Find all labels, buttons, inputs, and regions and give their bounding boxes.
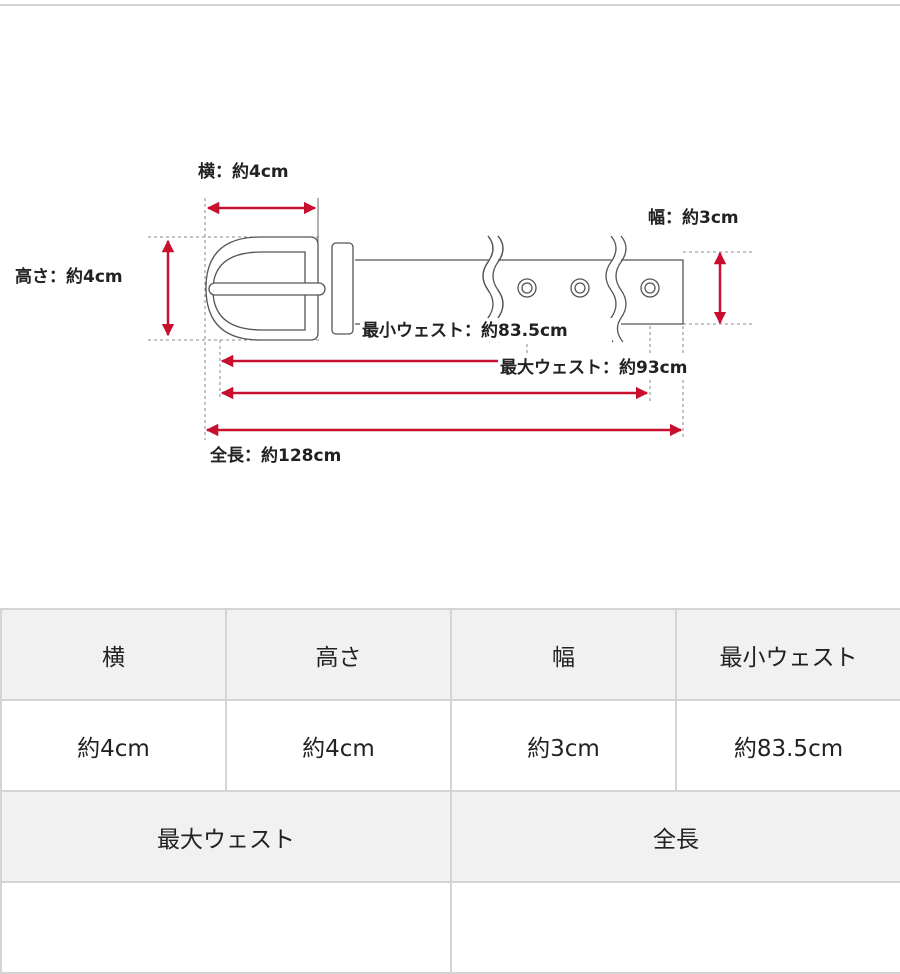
value-cell: 約4cm <box>225 699 452 792</box>
dimension-arrows <box>161 201 727 437</box>
value-cell: 約4cm <box>0 699 227 792</box>
header-cell: 全長 <box>450 790 900 883</box>
table-header-row: 最大ウェスト 全長 <box>0 790 900 883</box>
belt-drawing <box>205 235 684 343</box>
belt-size-diagram: 横：約4cm 幅：約3cm 高さ：約4cm 最小ウェスト：約83.5cm 最大ウ… <box>15 161 752 466</box>
size-table: 横 高さ 幅 最小ウェスト 約4cm 約4cm 約3cm 約83.5cm 最大ウ… <box>0 608 900 974</box>
header-cell: 横 <box>0 608 227 701</box>
table-row <box>0 881 900 974</box>
total-length-label: 全長：約128cm <box>209 445 341 466</box>
value-cell: 約83.5cm <box>675 699 900 792</box>
header-cell: 最大ウェスト <box>0 790 452 883</box>
header-cell: 高さ <box>225 608 452 701</box>
value-cell <box>0 881 452 974</box>
top-divider <box>0 4 900 6</box>
value-cell: 約3cm <box>450 699 677 792</box>
belt-loop <box>331 242 354 335</box>
height-label: 高さ：約4cm <box>15 266 123 287</box>
value-cell <box>450 881 900 974</box>
table-row: 約4cm 約4cm 約3cm 約83.5cm <box>0 699 900 792</box>
width-label: 横：約4cm <box>198 161 289 182</box>
table-header-row: 横 高さ 幅 最小ウェスト <box>0 608 900 701</box>
header-cell: 幅 <box>450 608 677 701</box>
strap-width-label: 幅：約3cm <box>648 207 739 228</box>
buckle-pin <box>208 282 326 296</box>
header-cell: 最小ウェスト <box>675 608 900 701</box>
max-waist-label: 最大ウェスト：約93cm <box>500 357 687 378</box>
min-waist-label: 最小ウェスト：約83.5cm <box>362 320 568 341</box>
